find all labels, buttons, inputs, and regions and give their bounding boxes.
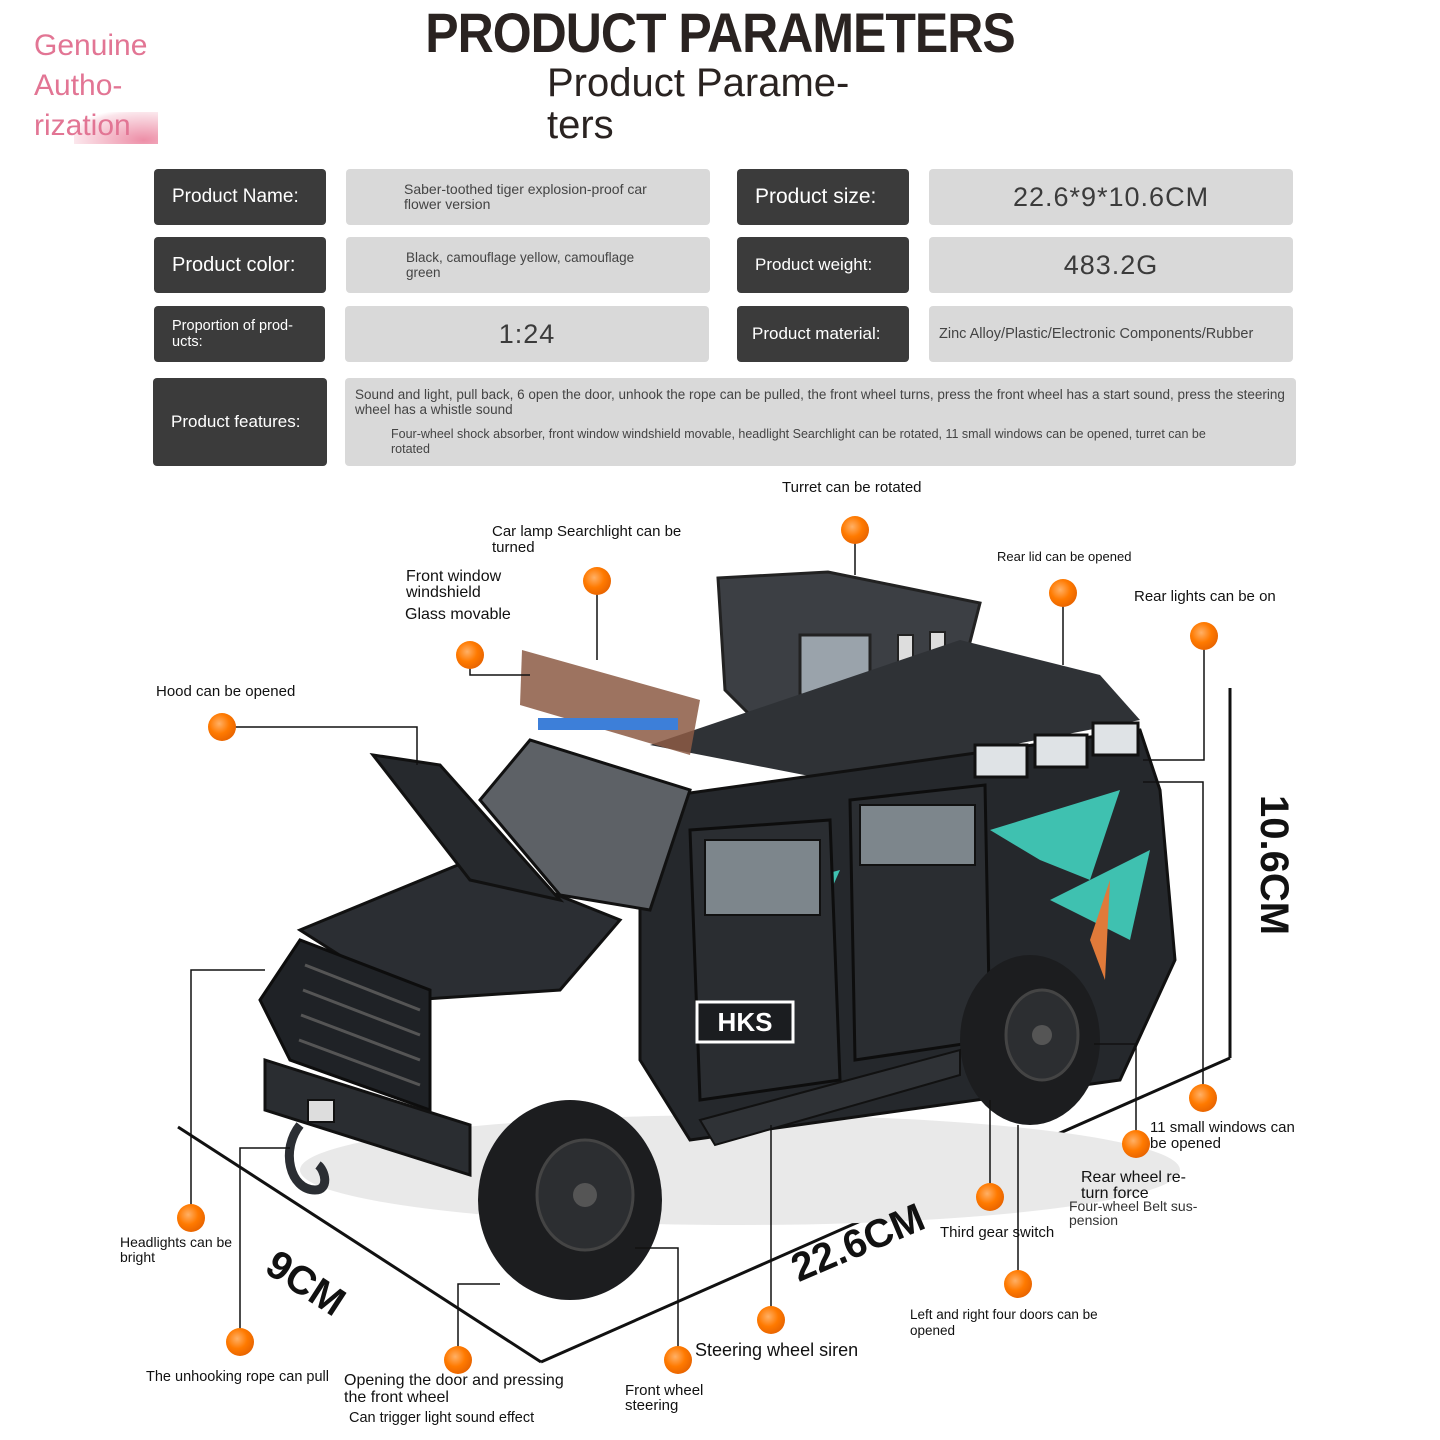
callout-windshield: Front window windshield — [406, 568, 502, 601]
callout-third-gear: Third gear switch — [940, 1224, 1055, 1241]
callout-suspension: Four-wheel Belt sus-pension — [1069, 1198, 1198, 1228]
callout-rear-lid: Rear lid can be opened — [997, 549, 1132, 564]
callout-dot — [1189, 1084, 1217, 1112]
callout-dot — [583, 567, 611, 595]
svg-text:HKS: HKS — [718, 1007, 773, 1037]
product-weight-label: Product weight: — [737, 237, 909, 293]
proportion-text: 1:24 — [498, 318, 556, 349]
product-material-label: Product material: — [737, 306, 909, 362]
product-name-text: Saber-toothed tiger explosion-proof car … — [404, 181, 647, 212]
product-features-value: Sound and light, pull back, 6 open the d… — [345, 378, 1296, 466]
proportion-label: Proportion of prod-ucts: — [154, 306, 325, 362]
leader-lines — [190, 530, 1205, 1360]
rear-wheel — [960, 955, 1100, 1125]
callout-dot — [1122, 1130, 1150, 1158]
front-wheel — [478, 1100, 662, 1300]
callout-turret: Turret can be rotated — [782, 479, 922, 496]
callout-doors: Left and right four doors can be opened — [910, 1307, 1098, 1338]
product-color-label: Product color: — [154, 237, 326, 293]
armored-truck-model: HKS — [258, 570, 1180, 1300]
subtitle-line: ters — [547, 103, 614, 147]
callout-dot — [456, 641, 484, 669]
callout-steering-siren: Steering wheel siren — [695, 1340, 859, 1360]
product-size-text: 22.6*9*10.6CM — [1012, 181, 1210, 212]
proportion-value: 1:24 — [345, 306, 709, 362]
page-subtitle: Product Parame- ters — [547, 62, 877, 146]
product-material-text: Zinc Alloy/Plastic/Electronic Components… — [939, 325, 1254, 342]
features-line: Four-wheel shock absorber, front window … — [391, 427, 1206, 456]
product-weight-text: 483.2G — [1063, 249, 1159, 280]
callout-dot — [1190, 622, 1218, 650]
callout-front-wheel: Front wheel steering — [625, 1382, 704, 1414]
stamp-line: Autho- — [34, 69, 123, 102]
callout-searchlight: Car lamp Searchlight can be turned — [492, 523, 682, 556]
callout-windshield-glass: Glass movable — [405, 606, 511, 623]
callout-dot — [841, 516, 869, 544]
product-color-text: Black, camouflage yellow, camouflage gre… — [406, 250, 635, 280]
callout-rope: The unhooking rope can pull — [146, 1369, 329, 1385]
callout-hood: Hood can be opened — [156, 683, 296, 700]
page-title: PRODUCT PARAMETERS — [425, 1, 1015, 65]
callout-small-windows: 11 small windows can be opened — [1150, 1119, 1295, 1152]
callout-dot — [444, 1346, 472, 1374]
callout-door-wheel: Opening the door and pressing the front … — [344, 1372, 564, 1406]
callout-dots — [177, 516, 1218, 1374]
product-size-label: Product size: — [737, 169, 909, 225]
product-name-label: Product Name: — [154, 169, 326, 225]
product-material-value: Zinc Alloy/Plastic/Electronic Components… — [929, 306, 1293, 362]
features-line: Sound and light, pull back, 6 open the d… — [355, 387, 1285, 417]
subtitle-line: Product Parame- — [547, 61, 850, 105]
height-dimension-label: 10.6CM — [1252, 795, 1296, 936]
callout-dot — [664, 1346, 692, 1374]
product-color-value: Black, camouflage yellow, camouflage gre… — [346, 237, 710, 293]
product-weight-value: 483.2G — [929, 237, 1293, 293]
callout-dot — [208, 713, 236, 741]
stamp-ink-blot — [74, 112, 158, 144]
product-name-value: Saber-toothed tiger explosion-proof car … — [346, 169, 710, 225]
callout-dot — [976, 1183, 1004, 1211]
callout-rear-wheel: Rear wheel re-turn force — [1081, 1169, 1186, 1202]
callout-dot — [177, 1204, 205, 1232]
stamp-line: rization — [34, 109, 131, 142]
genuine-authorization-stamp: Genuine Autho- rization — [34, 26, 158, 144]
stamp-line: Genuine — [34, 29, 148, 62]
callout-dot — [1004, 1270, 1032, 1298]
product-features-label: Product features: — [153, 378, 327, 466]
callout-dot — [1049, 579, 1077, 607]
callout-rear-lights: Rear lights can be on — [1134, 588, 1276, 605]
callout-headlights: Headlights can be bright — [120, 1234, 233, 1265]
callout-light-sound: Can trigger light sound effect — [349, 1410, 535, 1426]
product-size-value: 22.6*9*10.6CM — [929, 169, 1293, 225]
callout-dot — [757, 1306, 785, 1334]
callout-dot — [226, 1328, 254, 1356]
